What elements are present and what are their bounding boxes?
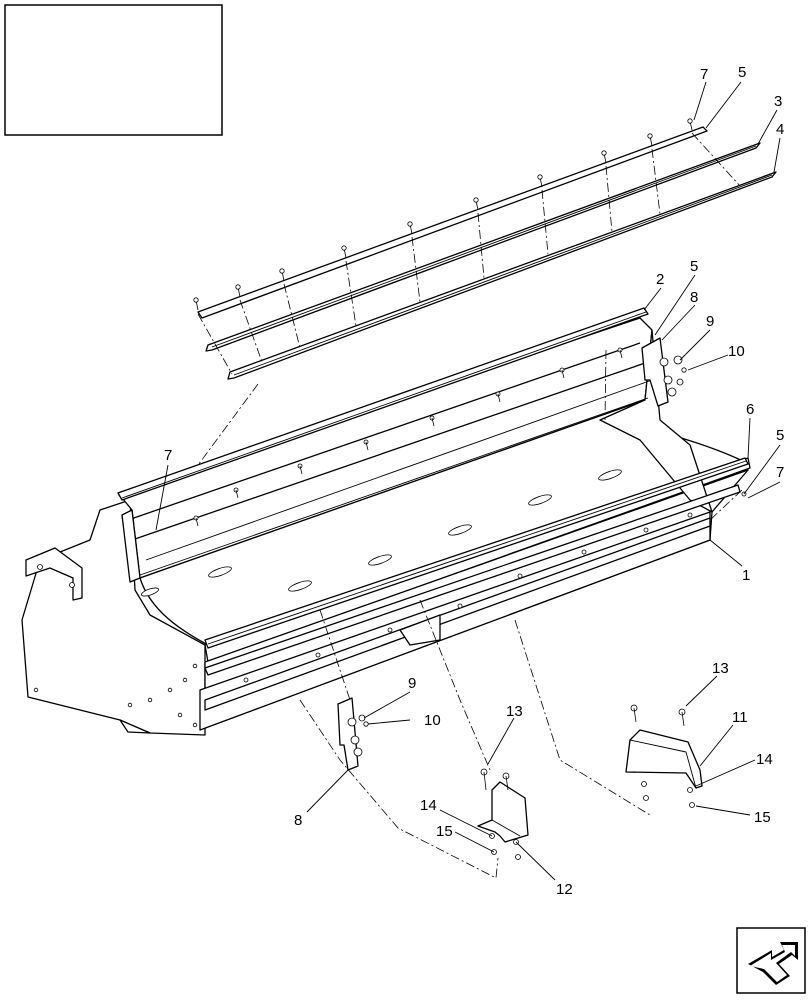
next-page-arrow-icon[interactable]: [736, 927, 806, 994]
top-strip-part-5: [197, 126, 708, 319]
lower-bracket-part-8: [337, 697, 369, 771]
front-rail-bolts: [243, 491, 747, 683]
callout-5: 5: [690, 258, 698, 275]
rail-bolts: [193, 347, 623, 527]
callout-14: 14: [420, 797, 437, 814]
callout-3: 3: [774, 93, 782, 110]
callout-8: 8: [294, 812, 302, 829]
callout-13: 13: [712, 660, 729, 677]
left-inner-bracket: [121, 509, 141, 583]
top-strip-bolts: [193, 118, 693, 311]
upper-rail-part-2: [117, 307, 649, 501]
callout-11: 11: [732, 709, 748, 726]
callout-8: 8: [690, 289, 698, 306]
callout-6: 6: [746, 401, 754, 418]
callout-15: 15: [436, 823, 453, 840]
callout-7: 7: [776, 464, 784, 481]
callout-13: 13: [506, 703, 523, 720]
callout-9: 9: [408, 675, 416, 692]
bracket-part-11: [625, 704, 703, 808]
blank-inset-box: [4, 4, 223, 136]
callout-4: 4: [776, 121, 784, 138]
top-strip-alignment-lines: [149, 132, 741, 531]
right-bracket-part-8: [641, 337, 687, 407]
top-strip-part-3: [205, 142, 761, 352]
top-strip-part-4: [227, 171, 777, 380]
callout-labels: 7 5 3 4 2 5 8 9 10 6 5 7 1 7 9 10 8 13 1…: [164, 64, 784, 898]
front-rail-part-6: [204, 457, 749, 649]
callout-9: 9: [706, 313, 714, 330]
callout-2: 2: [656, 271, 664, 288]
callout-15: 15: [754, 809, 771, 826]
callout-5: 5: [776, 427, 784, 444]
lower-alignment-lines: [299, 349, 743, 879]
callout-12: 12: [556, 881, 573, 898]
callout-7: 7: [700, 66, 708, 83]
callout-5: 5: [738, 64, 746, 81]
callout-14: 14: [756, 751, 773, 768]
bracket-part-12: [477, 768, 529, 860]
leader-lines: [155, 81, 781, 881]
callout-10: 10: [728, 343, 745, 360]
callout-7: 7: [164, 447, 172, 464]
callout-10: 10: [424, 712, 441, 729]
callout-1: 1: [742, 567, 750, 584]
